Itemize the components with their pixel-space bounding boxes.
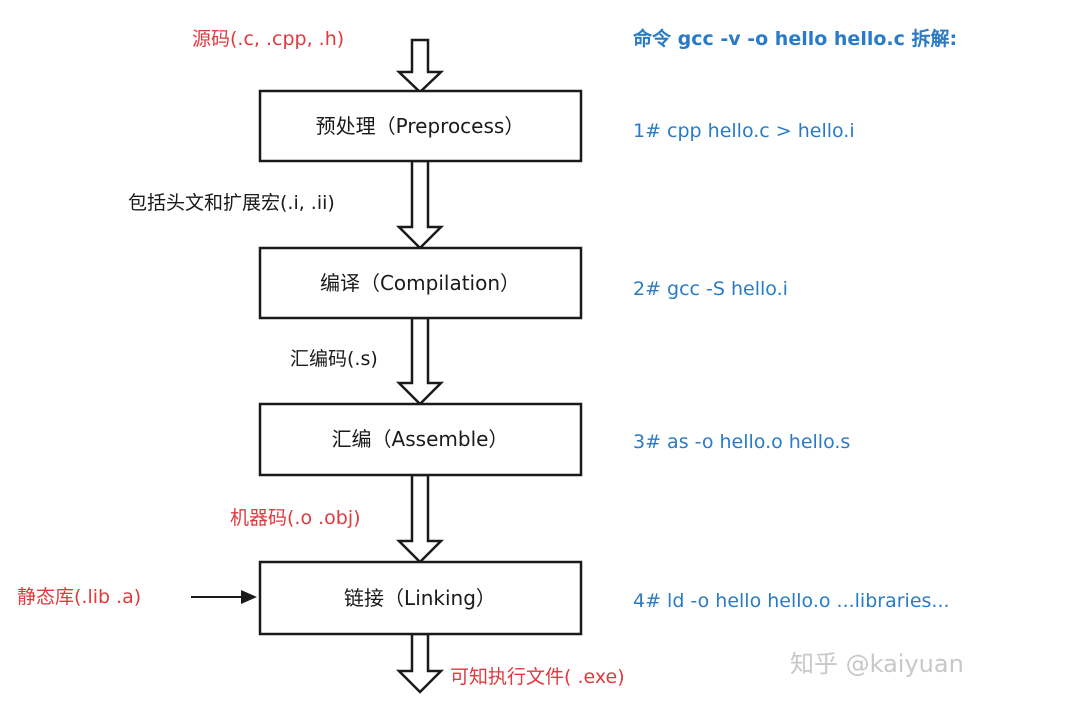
stage-label-compilation: 编译（Compilation） (320, 271, 520, 295)
source-files-label: 源码(.c, .cpp, .h) (192, 28, 344, 50)
zhihu-watermark: 知乎 @kaiyuan (790, 650, 964, 678)
stage-label-assemble: 汇编（Assemble） (332, 427, 509, 451)
arrow-preprocess-to-compile (395, 159, 445, 250)
static-library-arrow-head (241, 590, 257, 604)
command-step-4: 4# ld -o hello hello.o ...libraries... (633, 590, 950, 612)
stage-box-compilation (258, 246, 583, 320)
command-step-1: 1# cpp hello.c > hello.i (633, 120, 855, 142)
static-library-label: 静态库(.lib .a) (17, 586, 141, 608)
stage-box-assemble (258, 402, 583, 477)
stage-label-preprocess: 预处理（Preprocess） (316, 114, 525, 138)
command-title: 命令 gcc -v -o hello hello.c 拆解: (633, 27, 957, 50)
stage-box-linking (258, 560, 583, 636)
arrow-assemble-to-link (395, 473, 445, 564)
command-step-3: 3# as -o hello.o hello.s (633, 431, 850, 453)
stage-label-linking: 链接（Linking） (344, 586, 496, 610)
arrow-compile-to-assemble (395, 316, 445, 406)
assembly-code-label: 汇编码(.s) (290, 348, 378, 370)
command-step-2: 2# gcc -S hello.i (633, 278, 788, 300)
stage-box-preprocess (258, 89, 583, 163)
arrow-source-to-preprocess (395, 38, 445, 94)
preprocessed-output-label: 包括头文和扩展宏(.i, .ii) (128, 192, 335, 214)
machine-code-label: 机器码(.o .obj) (230, 507, 361, 529)
arrow-link-to-output (395, 632, 445, 694)
executable-output-label: 可知执行文件( .exe) (450, 666, 625, 688)
